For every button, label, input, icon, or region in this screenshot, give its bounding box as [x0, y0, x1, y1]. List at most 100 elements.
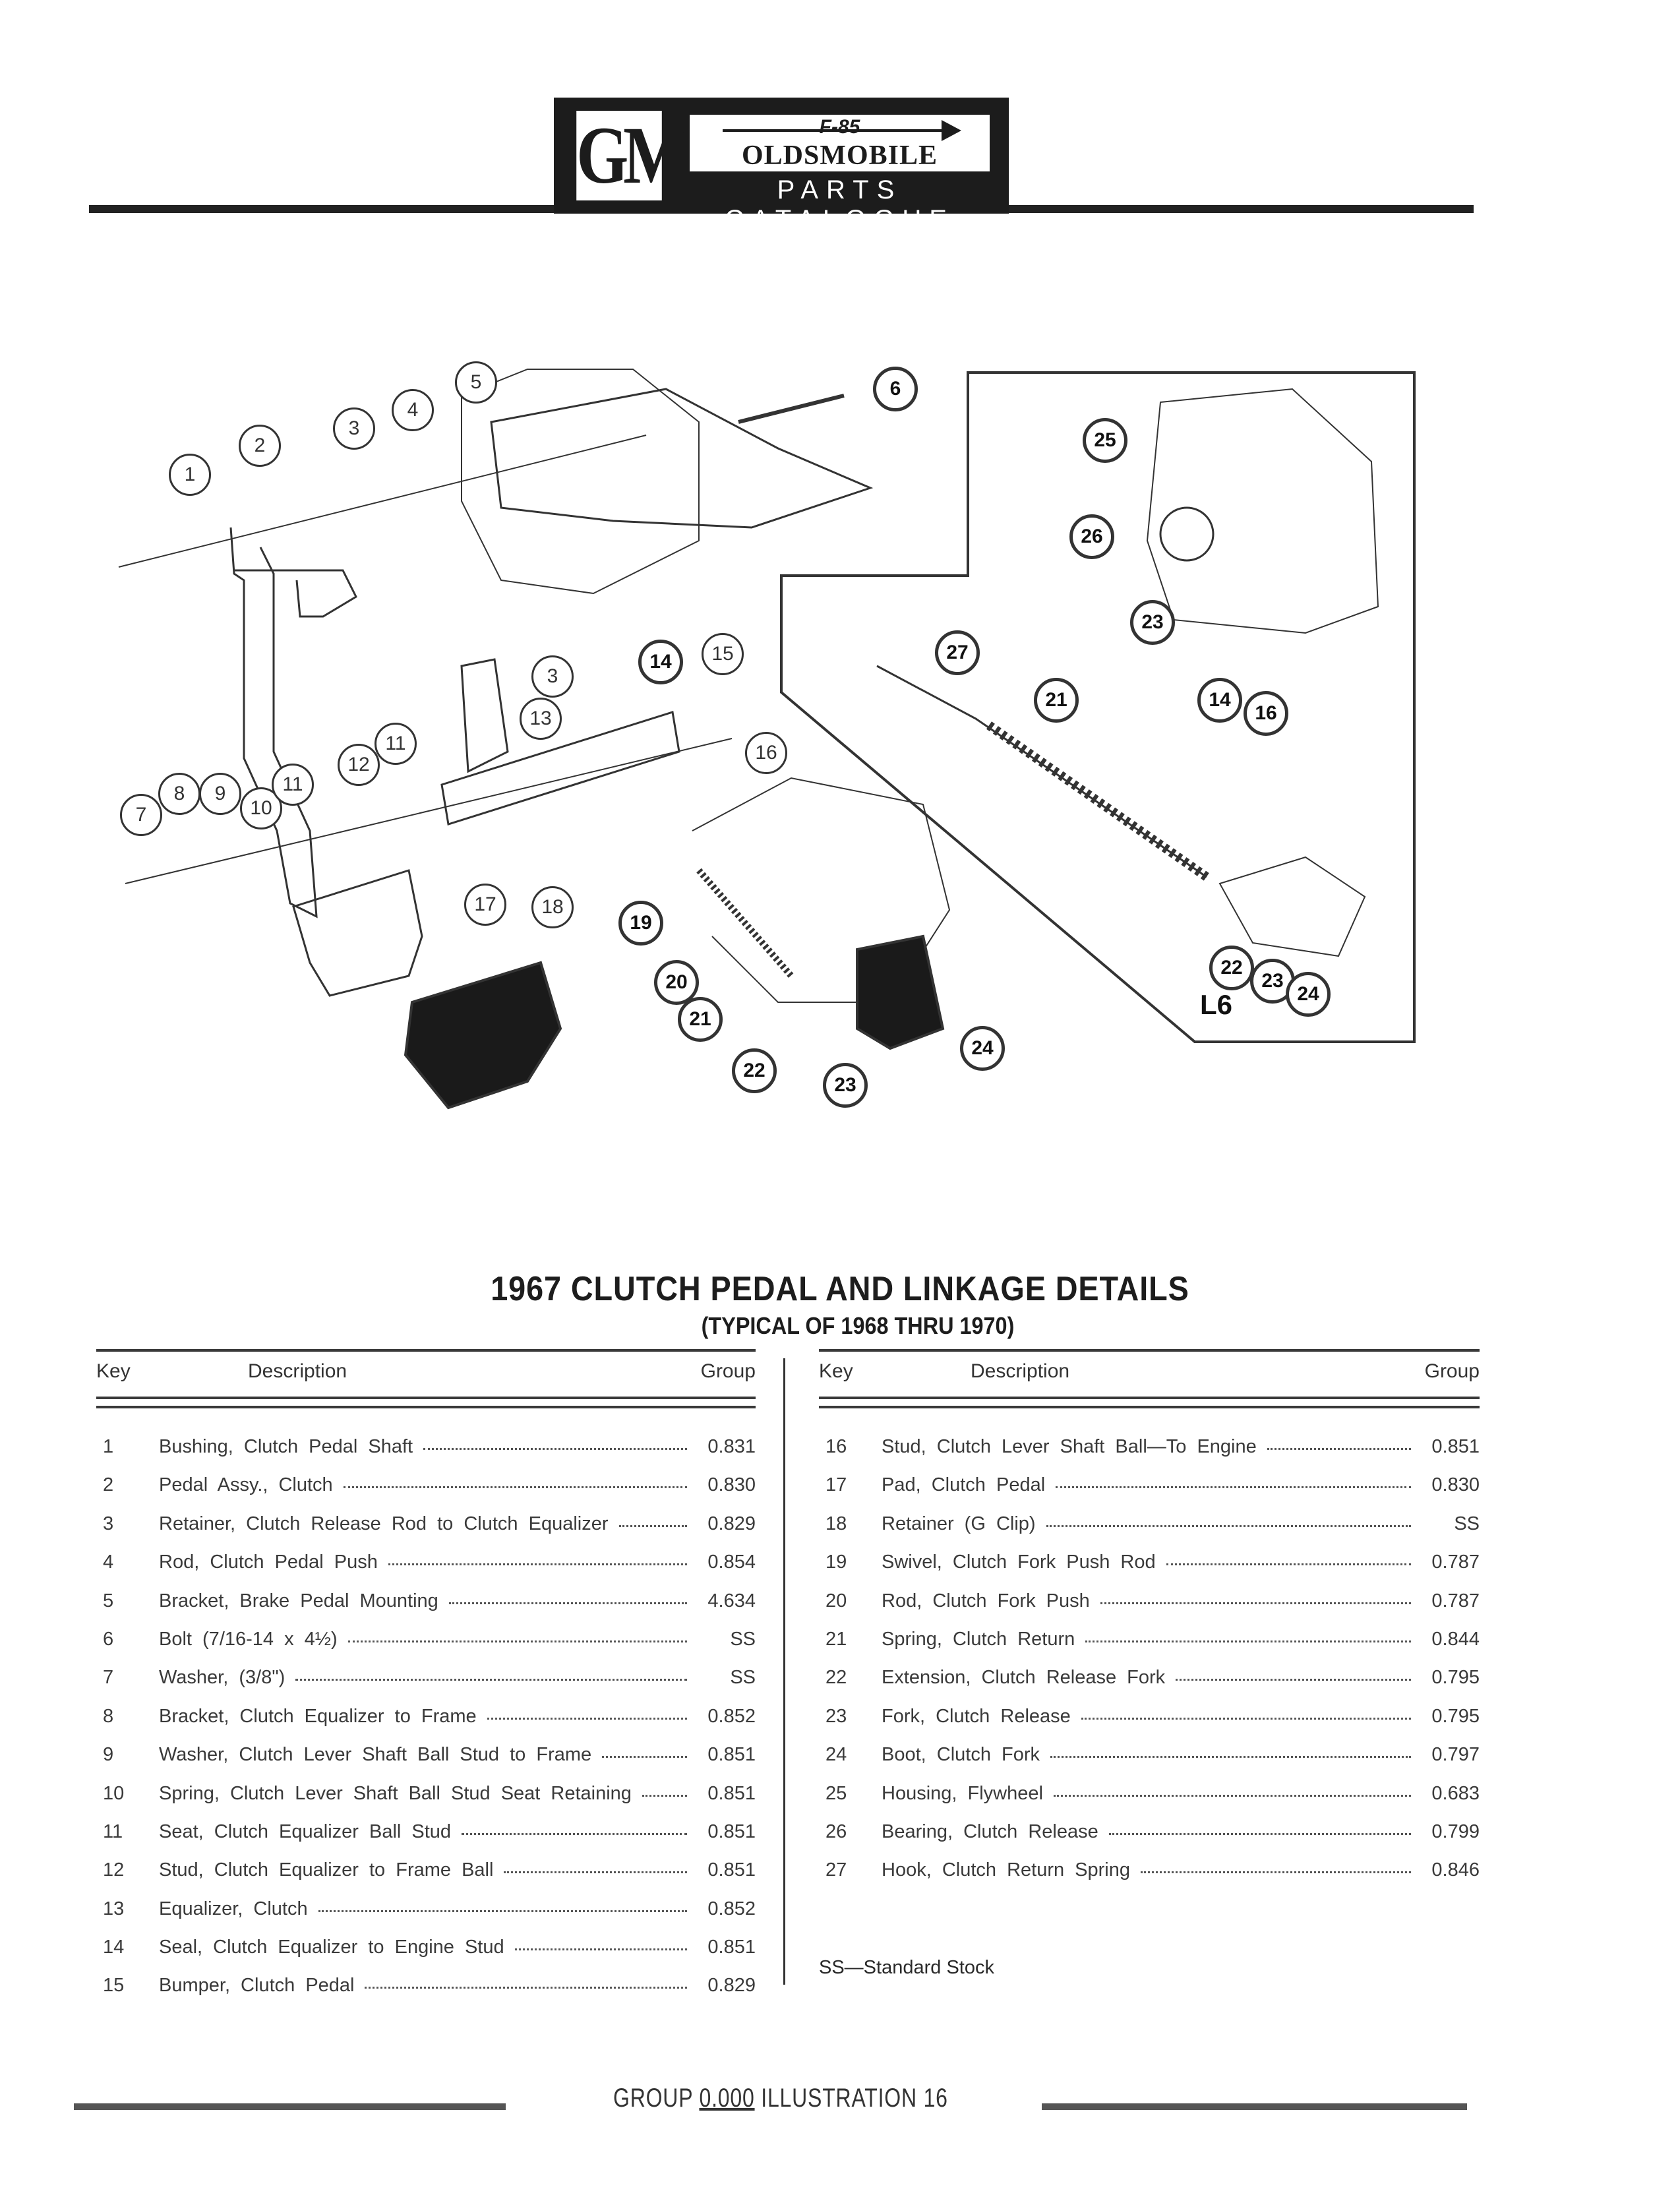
mounting-plate — [490, 388, 874, 529]
part-group: 0.829 — [707, 1513, 756, 1534]
inset-callout-21[interactable]: 21 — [1034, 678, 1079, 723]
callout-23[interactable]: 23 — [823, 1063, 868, 1108]
callout-3b[interactable]: 3 — [531, 655, 574, 698]
part-description-cell: Hook, Clutch Return Spring — [882, 1859, 1420, 1881]
callout-22[interactable]: 22 — [732, 1048, 777, 1093]
inset-fork — [1218, 856, 1366, 957]
footer-rule-left — [74, 2103, 506, 2110]
inset-release-bearing — [1159, 506, 1215, 562]
callout-14[interactable]: 14 — [638, 640, 683, 684]
callout-9[interactable]: 9 — [199, 773, 241, 815]
inset-callout-26[interactable]: 26 — [1069, 514, 1114, 559]
part-description: Pad, Clutch Pedal — [882, 1474, 1046, 1496]
part-key: 17 — [825, 1474, 847, 1496]
part-description-cell: Swivel, Clutch Fork Push Rod — [882, 1551, 1420, 1573]
part-key: 14 — [103, 1937, 125, 1958]
callout-11b[interactable]: 11 — [375, 723, 417, 765]
part-description: Bracket, Clutch Equalizer to Frame — [159, 1705, 477, 1727]
callout-20[interactable]: 20 — [654, 960, 699, 1005]
header-description: Description — [248, 1360, 347, 1382]
inset-callout-27[interactable]: 27 — [935, 630, 980, 675]
footer-rule-right — [1042, 2103, 1467, 2110]
inset-callout-22[interactable]: 22 — [1209, 946, 1254, 990]
f85-arrow-icon — [942, 120, 961, 141]
part-group: 0.829 — [707, 1975, 756, 1997]
part-description-cell: Retainer (G Clip) — [882, 1513, 1420, 1535]
callout-4[interactable]: 4 — [392, 389, 434, 431]
part-group: 0.683 — [1431, 1782, 1480, 1804]
callout-18[interactable]: 18 — [531, 886, 574, 928]
part-description-cell: Stud, Clutch Lever Shaft Ball—To Engine — [882, 1436, 1420, 1458]
callout-11a[interactable]: 11 — [272, 764, 314, 806]
part-key: 9 — [103, 1744, 114, 1766]
callout-24[interactable]: 24 — [960, 1026, 1005, 1071]
dot-leader — [1176, 1679, 1411, 1681]
dot-leader — [462, 1832, 687, 1835]
part-group: 0.852 — [707, 1898, 756, 1919]
pedal-base-outline — [292, 869, 423, 997]
callout-21[interactable]: 21 — [678, 997, 723, 1042]
header-key: Key — [819, 1360, 853, 1382]
inset-callout-25[interactable]: 25 — [1083, 418, 1127, 463]
catalogue-label: PARTS CATALOGUE — [725, 175, 955, 234]
inset-callout-24[interactable]: 24 — [1286, 972, 1331, 1017]
callout-13[interactable]: 13 — [520, 698, 562, 740]
bolt-6 — [738, 394, 845, 424]
part-description-cell: Bolt (7/16-14 x 4½) — [159, 1629, 696, 1650]
callout-15[interactable]: 15 — [702, 633, 744, 675]
part-description: Rod, Clutch Pedal Push — [159, 1551, 378, 1573]
callout-7[interactable]: 7 — [120, 794, 162, 836]
inset-callout-14[interactable]: 14 — [1197, 678, 1242, 723]
callout-8[interactable]: 8 — [158, 773, 200, 815]
inset-callout-16[interactable]: 16 — [1244, 691, 1288, 736]
part-description: Washer, (3/8") — [159, 1667, 285, 1689]
part-description: Bushing, Clutch Pedal Shaft — [159, 1436, 413, 1457]
column-divider — [783, 1358, 785, 1985]
part-key: 10 — [103, 1782, 125, 1804]
part-group: 0.851 — [707, 1744, 756, 1766]
callout-6[interactable]: 6 — [873, 367, 918, 411]
f85-arrow-line — [723, 129, 950, 132]
part-description-cell: Housing, Flywheel — [882, 1783, 1420, 1805]
part-group: 4.634 — [707, 1590, 756, 1611]
callout-2[interactable]: 2 — [239, 425, 281, 467]
part-group: 0.795 — [1431, 1667, 1480, 1689]
dot-leader — [1046, 1524, 1411, 1527]
callout-19[interactable]: 19 — [618, 901, 663, 946]
inset-callout-23[interactable]: 23 — [1130, 600, 1175, 645]
part-key: 6 — [103, 1628, 114, 1650]
callout-3[interactable]: 3 — [333, 407, 375, 450]
return-spring — [696, 868, 794, 978]
part-description: Housing, Flywheel — [882, 1782, 1043, 1804]
part-description-cell: Bumper, Clutch Pedal — [159, 1975, 696, 1997]
part-description: Stud, Clutch Equalizer to Frame Ball — [159, 1859, 494, 1881]
callout-12[interactable]: 12 — [338, 744, 380, 786]
part-description-cell: Retainer, Clutch Release Rod to Clutch E… — [159, 1513, 696, 1535]
callout-5[interactable]: 5 — [455, 361, 497, 404]
part-group: SS — [1454, 1513, 1480, 1534]
bellhousing-outline — [692, 777, 951, 1003]
callout-16[interactable]: 16 — [745, 732, 787, 774]
callout-1[interactable]: 1 — [169, 454, 211, 496]
part-key: 22 — [825, 1667, 847, 1689]
part-description-cell: Extension, Clutch Release Fork — [882, 1667, 1420, 1689]
footer-group-value: 0.000 — [699, 2084, 755, 2113]
inset-frame — [780, 371, 1416, 1043]
part-description: Bearing, Clutch Release — [882, 1821, 1098, 1842]
header-key: Key — [96, 1360, 131, 1382]
callout-17[interactable]: 17 — [464, 884, 506, 926]
table-top-rule — [819, 1349, 1480, 1352]
dot-leader — [1108, 1832, 1411, 1835]
